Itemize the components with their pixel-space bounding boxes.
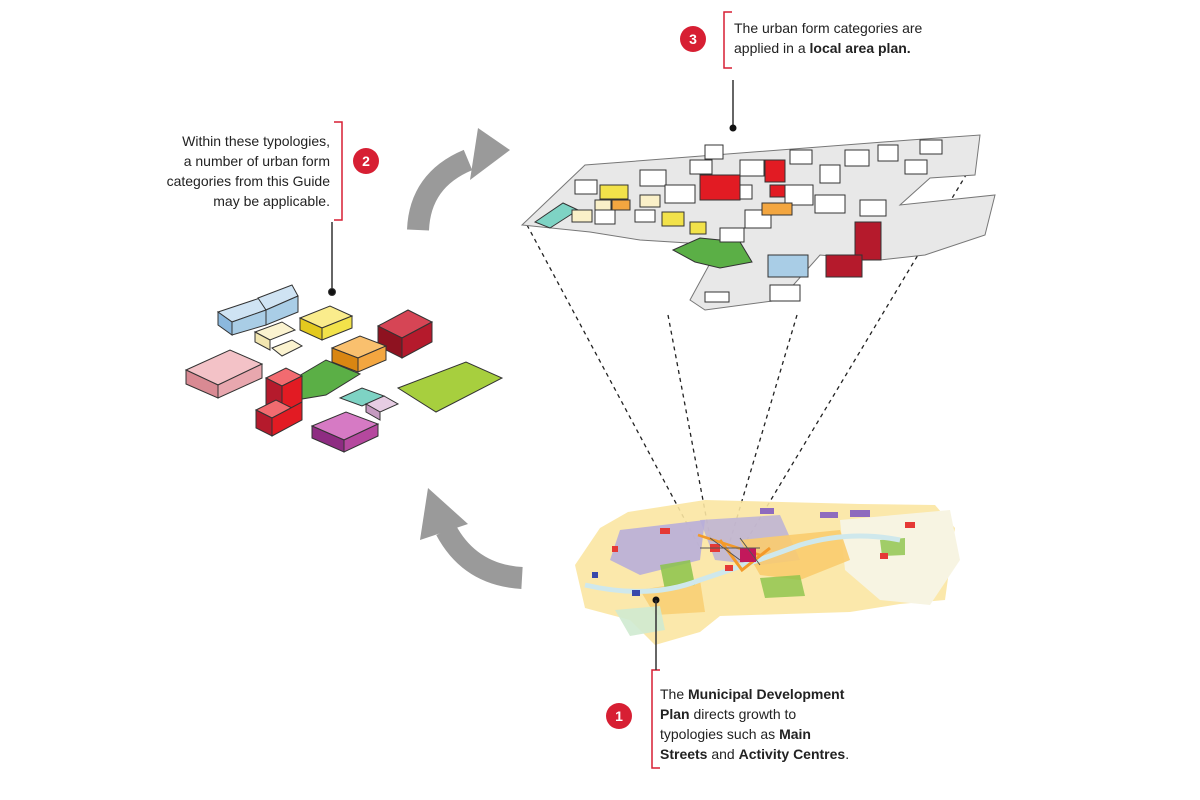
step-badge-1: 1 <box>606 703 632 729</box>
step-number-2: 2 <box>362 153 370 169</box>
cycle-arrow-top-icon <box>407 128 510 231</box>
step-3-line-1: The urban form categories are <box>734 20 923 36</box>
step-badge-2: 2 <box>353 148 379 174</box>
step-2-callout: Within these typologies, a number of urb… <box>167 131 330 211</box>
step-3-callout: The urban form categories are applied in… <box>734 18 922 58</box>
callout-brackets <box>334 11 732 769</box>
step-2-line-2: a number of urban form <box>183 153 330 169</box>
cycle-arrow-bottom-icon <box>420 488 524 589</box>
step-2-line-1: Within these typologies, <box>182 133 330 149</box>
step-3-line-2: applied in a local area plan. <box>734 40 911 56</box>
step-2-line-4: may be applicable. <box>213 193 330 209</box>
step-number-1: 1 <box>615 708 623 724</box>
step-badge-3: 3 <box>680 26 706 52</box>
step-2-line-3: categories from this Guide <box>166 173 330 189</box>
step-1-callout: The Municipal Development Plan directs g… <box>660 686 850 762</box>
urban-form-categories <box>184 222 504 453</box>
local-area-plan <box>520 80 996 311</box>
step-number-3: 3 <box>689 31 697 47</box>
city-map <box>575 500 960 645</box>
